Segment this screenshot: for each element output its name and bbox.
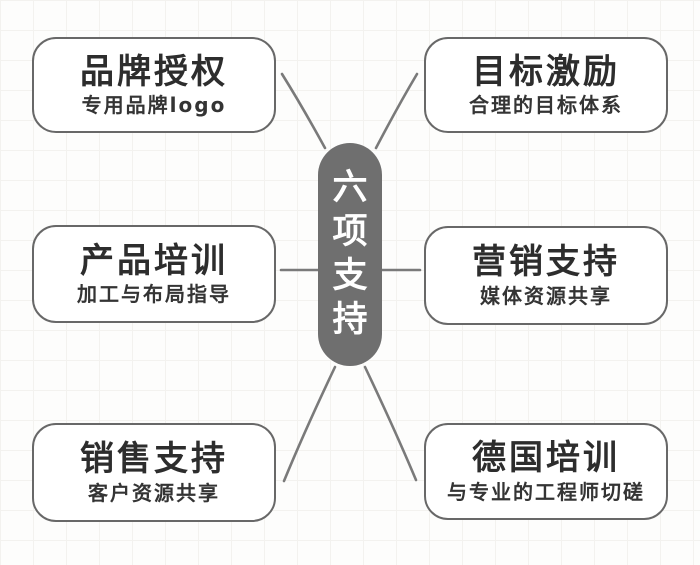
connector-top-right	[374, 72, 419, 150]
node-product-training[interactable]: 产品培训 加工与布局指导	[32, 225, 276, 323]
node-goal-incentive[interactable]: 目标激励 合理的目标体系	[424, 37, 668, 133]
node-title: 品牌授权	[80, 51, 228, 92]
node-marketing-support[interactable]: 营销支持 媒体资源共享	[424, 226, 668, 325]
node-subtitle: 客户资源共享	[88, 480, 220, 505]
node-brand-authorization[interactable]: 品牌授权 专用品牌logo	[32, 37, 276, 133]
node-subtitle: 媒体资源共享	[480, 283, 612, 308]
connector-top-left	[280, 72, 327, 150]
node-title: 目标激励	[472, 51, 620, 92]
node-title: 产品培训	[80, 240, 228, 281]
node-subtitle: 专用品牌logo	[81, 93, 227, 118]
node-subtitle: 加工与布局指导	[77, 282, 231, 307]
node-title: 德国培训	[472, 438, 620, 479]
connector-bottom-right	[363, 365, 418, 482]
node-subtitle: 合理的目标体系	[469, 93, 623, 118]
connector-bottom-left	[282, 365, 337, 483]
node-germany-training[interactable]: 德国培训 与专业的工程师切磋	[424, 423, 668, 520]
node-sales-support[interactable]: 销售支持 客户资源共享	[32, 423, 276, 522]
center-node-label: 六项支持	[332, 168, 368, 340]
center-node[interactable]: 六项支持	[318, 143, 382, 366]
node-subtitle: 与专业的工程师切磋	[447, 479, 645, 504]
node-title: 营销支持	[472, 242, 620, 283]
node-title: 销售支持	[80, 439, 228, 480]
